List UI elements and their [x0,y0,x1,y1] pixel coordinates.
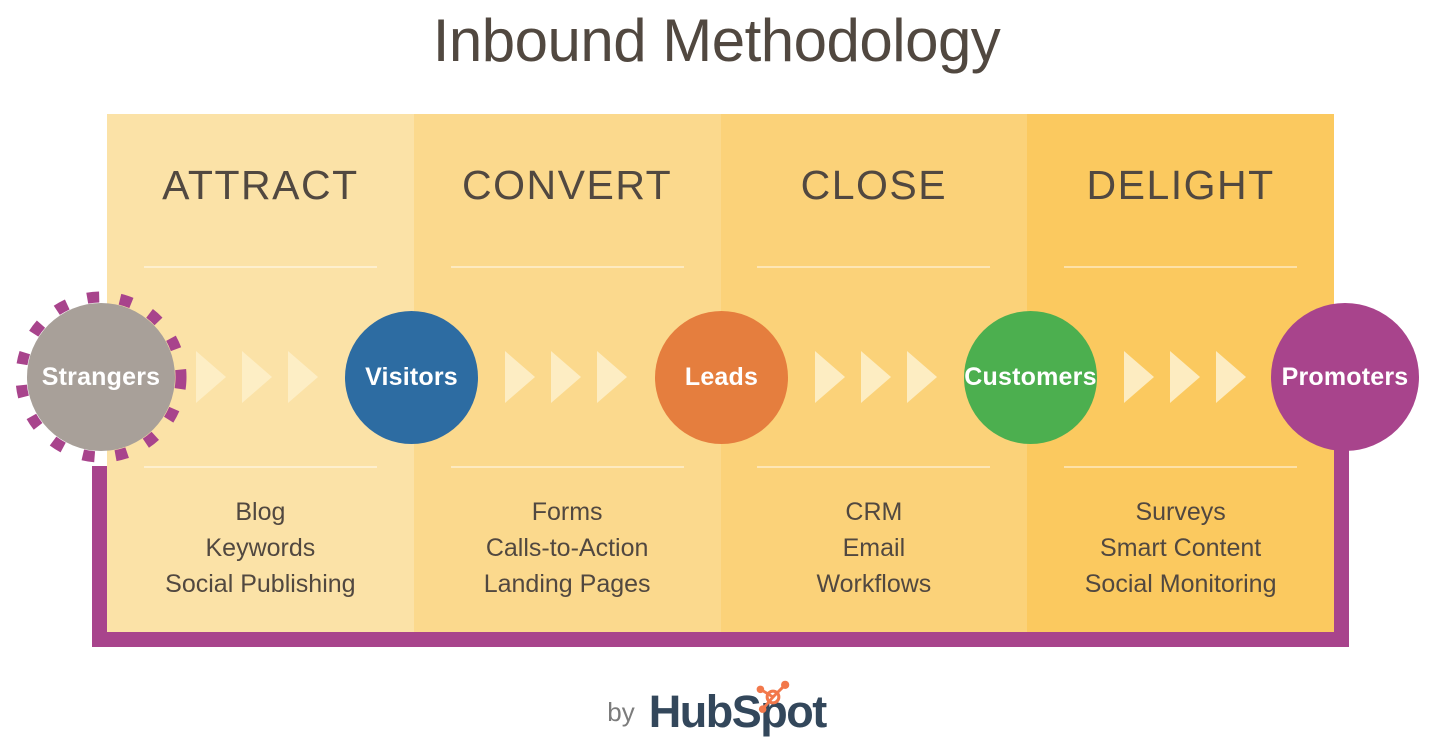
footer-attribution: by HubSpot [0,680,1433,737]
column-divider-top [143,266,377,268]
stage-circle-customers[interactable]: Customers [964,311,1097,444]
stage-label: Leads [684,363,759,391]
hubspot-wordmark: HubSpot [648,686,827,737]
stage-circle-strangers[interactable]: Strangers [27,303,175,451]
list-item: Workflows [816,570,932,598]
column-divider-bottom [450,466,684,468]
stage-circle-visitors[interactable]: Visitors [345,311,478,444]
column-divider-bottom [1064,466,1298,468]
list-item: Smart Content [1100,534,1262,562]
arrow-right-icon [597,351,627,403]
arrow-group-delight [1124,349,1246,405]
arrow-right-icon [505,351,535,403]
column-divider-bottom [757,466,991,468]
list-item: Calls-to-Action [485,534,649,562]
hubspot-logo[interactable]: HubSpot [648,680,827,737]
arrow-right-icon [1170,351,1200,403]
list-item: Email [842,534,906,562]
arrow-right-icon [551,351,581,403]
arrow-group-attract [196,349,318,405]
list-item: Landing Pages [483,570,651,598]
arrow-right-icon [242,351,272,403]
column-items-attract: Blog Keywords Social Publishing [107,494,414,602]
arrow-right-icon [907,351,937,403]
column-items-delight: Surveys Smart Content Social Monitoring [1027,494,1334,602]
stage-circle-leads[interactable]: Leads [655,311,788,444]
arrow-right-icon [861,351,891,403]
frame-left-border [92,466,107,647]
stage-label: Customers [964,363,1097,391]
list-item: CRM [845,498,903,526]
list-item: Social Publishing [165,570,356,598]
column-heading-close: CLOSE [800,162,948,208]
stage-label: Visitors [365,363,458,391]
arrow-group-close [815,349,937,405]
list-item: Forms [531,498,603,526]
hubspot-sprocket-icon [756,680,790,713]
column-divider-top [450,266,684,268]
arrow-right-icon [288,351,318,403]
arrow-group-convert [505,349,627,405]
stage-circle-promoters[interactable]: Promoters [1271,303,1419,451]
column-divider-top [1064,266,1298,268]
arrow-right-icon [815,351,845,403]
arrow-right-icon [1216,351,1246,403]
list-item: Social Monitoring [1084,570,1277,598]
by-label: by [607,697,635,727]
stage-label: Promoters [1281,362,1409,391]
list-item: Keywords [205,534,316,562]
stage-label: Strangers [41,362,161,391]
column-heading-convert: CONVERT [462,162,673,208]
page-title: Inbound Methodology [432,7,1001,74]
list-item: Surveys [1135,498,1226,526]
column-items-close: CRM Email Workflows [721,494,1028,602]
column-divider-top [757,266,991,268]
arrow-right-icon [1124,351,1154,403]
column-heading-delight: DELIGHT [1086,162,1275,208]
column-heading-attract: ATTRACT [162,162,359,208]
column-items-convert: Forms Calls-to-Action Landing Pages [414,494,721,602]
list-item: Blog [235,498,286,526]
frame-right-border [1334,396,1349,647]
frame-bottom-border [92,632,1349,647]
column-divider-bottom [143,466,377,468]
arrow-right-icon [196,351,226,403]
